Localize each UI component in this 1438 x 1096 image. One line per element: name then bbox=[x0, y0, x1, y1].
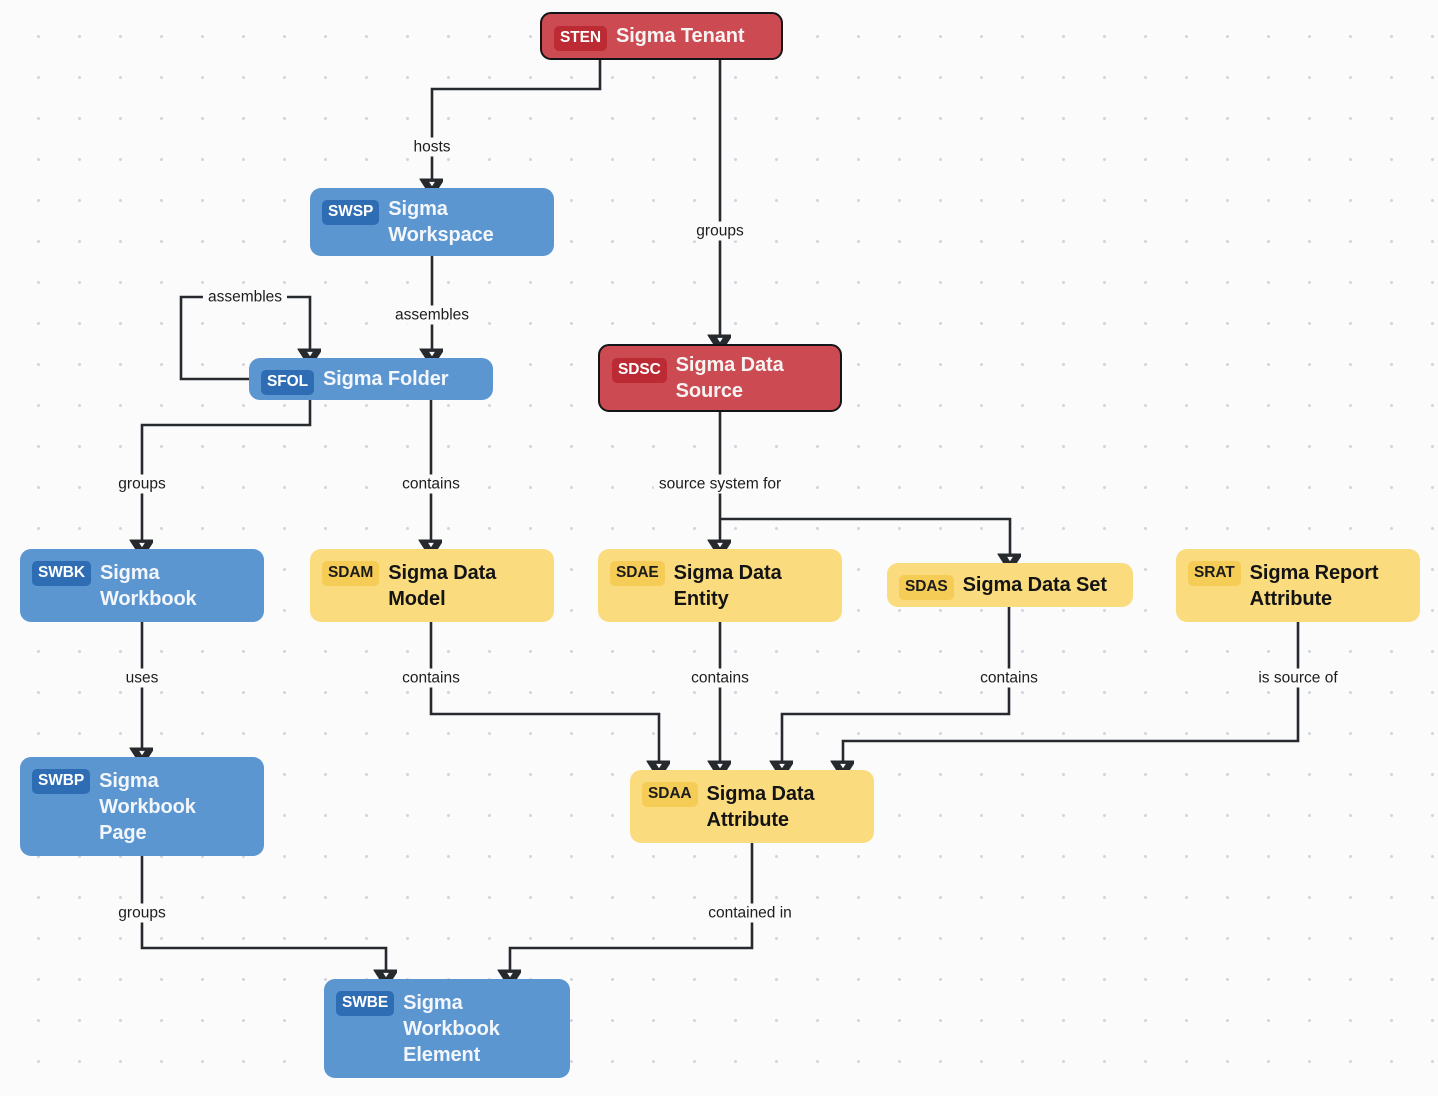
edge-label-e-contains-3: contains bbox=[975, 668, 1043, 688]
node-label: Sigma Data Attribute bbox=[706, 782, 815, 831]
node-code-badge: SDSC bbox=[612, 358, 667, 383]
node-code-badge: STEN bbox=[554, 26, 607, 51]
node-sdsc[interactable]: SDSC Sigma Data Source bbox=[598, 344, 842, 412]
node-code-badge: SWBK bbox=[32, 561, 91, 586]
node-label: Sigma Data Source bbox=[675, 354, 784, 402]
node-swbe[interactable]: SWBE Sigma Workbook Element bbox=[324, 979, 570, 1078]
node-label: Sigma Workspace bbox=[388, 198, 494, 246]
edge-sten-to-swsp bbox=[432, 60, 602, 180]
edge-label-e-is-source-of: is source of bbox=[1253, 668, 1343, 688]
edge-sfol-to-swbk bbox=[142, 400, 312, 541]
node-label: Sigma Report Attribute bbox=[1249, 561, 1379, 610]
edge-sdam-to-sdaa bbox=[429, 622, 659, 762]
edge-label-e-contains-sdam: contains bbox=[397, 474, 465, 494]
edge-label-e-contains-1: contains bbox=[397, 668, 465, 688]
node-label: Sigma Data Set bbox=[962, 574, 1107, 596]
node-code-badge: SDAE bbox=[610, 561, 665, 586]
edge-label-e-hosts: hosts bbox=[408, 137, 456, 157]
node-code-badge: SRAT bbox=[1188, 561, 1241, 586]
edge-sdas-to-sdaa bbox=[782, 607, 1011, 762]
node-swbp[interactable]: SWBP Sigma Workbook Page bbox=[20, 757, 264, 856]
node-code-badge: SWBP bbox=[32, 769, 91, 794]
node-label: Sigma Tenant bbox=[615, 25, 745, 47]
node-code-badge: SDAM bbox=[322, 561, 380, 586]
node-label: Sigma Workbook Page bbox=[99, 769, 196, 844]
edge-sdaa-to-swbe bbox=[510, 843, 754, 971]
node-swbk[interactable]: SWBK Sigma Workbook bbox=[20, 549, 264, 622]
node-code-badge: SWSP bbox=[322, 200, 380, 225]
edge-label-e-assembles-ws: assembles bbox=[389, 305, 475, 325]
edge-swbp-to-swbe bbox=[140, 856, 386, 971]
node-sfol[interactable]: SFOL Sigma Folder bbox=[249, 358, 493, 400]
node-srat[interactable]: SRAT Sigma Report Attribute bbox=[1176, 549, 1420, 622]
edge-label-e-src-sdae: source system for bbox=[653, 474, 787, 494]
node-label: Sigma Data Model bbox=[388, 561, 497, 610]
edge-label-e-groups-sdsc: groups bbox=[691, 221, 749, 241]
node-code-badge: SDAS bbox=[899, 575, 954, 600]
node-swsp[interactable]: SWSP Sigma Workspace bbox=[310, 188, 554, 256]
node-label: Sigma Data Entity bbox=[673, 561, 782, 610]
edge-label-e-contains-2: contains bbox=[686, 668, 754, 688]
edge-label-e-uses: uses bbox=[120, 668, 164, 688]
node-code-badge: SWBE bbox=[336, 991, 395, 1016]
edge-label-e-contained-in: contained in bbox=[703, 903, 797, 923]
edge-label-e-assembles-sf: assembles bbox=[202, 287, 288, 307]
edge-srat-to-sdaa bbox=[843, 622, 1300, 762]
edge-sfol-to-sfol bbox=[179, 295, 310, 381]
node-sdas[interactable]: SDAS Sigma Data Set bbox=[887, 563, 1133, 607]
edge-label-e-groups-swbk: groups bbox=[113, 474, 171, 494]
node-sten[interactable]: STEN Sigma Tenant bbox=[540, 12, 783, 60]
node-code-badge: SFOL bbox=[261, 370, 314, 395]
edge-sdsc-to-sdas bbox=[720, 517, 1010, 555]
node-sdaa[interactable]: SDAA Sigma Data Attribute bbox=[630, 770, 874, 843]
node-sdam[interactable]: SDAM Sigma Data Model bbox=[310, 549, 554, 622]
node-label: Sigma Workbook bbox=[99, 561, 197, 610]
node-code-badge: SDAA bbox=[642, 782, 698, 807]
node-label: Sigma Workbook Element bbox=[403, 991, 500, 1066]
node-label: Sigma Folder bbox=[322, 368, 449, 390]
edge-label-e-groups-swbe: groups bbox=[113, 903, 171, 923]
node-sdae[interactable]: SDAE Sigma Data Entity bbox=[598, 549, 842, 622]
